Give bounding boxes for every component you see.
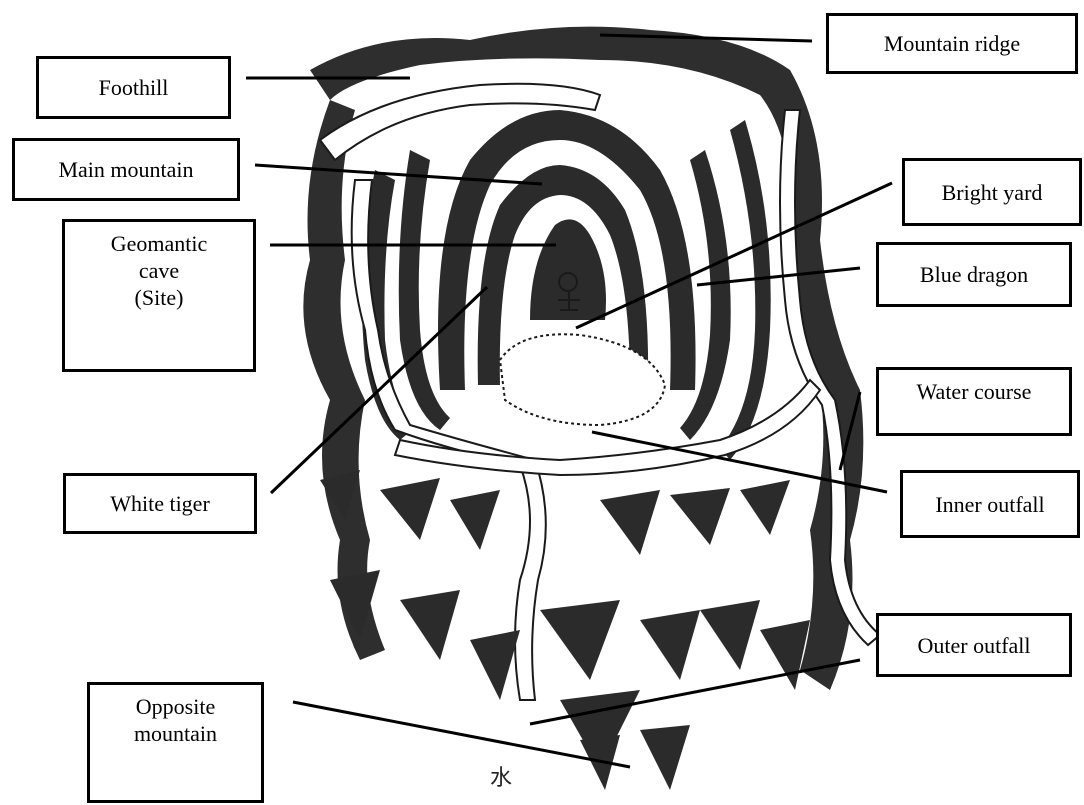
leader-outer-outfall: [530, 660, 860, 724]
water-glyph: 水: [490, 766, 512, 791]
label-opposite-mountain: Opposite mountain: [87, 682, 264, 803]
label-bright-yard: Bright yard: [902, 158, 1082, 226]
label-geomantic-cave: Geomantic cave (Site): [62, 219, 256, 372]
label-blue-dragon: Blue dragon: [876, 242, 1072, 307]
label-main-mountain: Main mountain: [12, 138, 240, 201]
label-foothill: Foothill: [36, 56, 231, 119]
lower-mountains: [320, 470, 810, 790]
label-white-tiger: White tiger: [63, 473, 257, 534]
blue-dragon-ridges: [680, 120, 771, 460]
label-inner-outfall: Inner outfall: [900, 470, 1080, 538]
white-tiger-ridges: [362, 150, 450, 440]
label-water-course: Water course: [876, 367, 1072, 436]
label-outer-outfall: Outer outfall: [876, 613, 1072, 677]
landscape-illustration: 水: [303, 27, 880, 791]
label-mountain-ridge: Mountain ridge: [826, 13, 1078, 74]
